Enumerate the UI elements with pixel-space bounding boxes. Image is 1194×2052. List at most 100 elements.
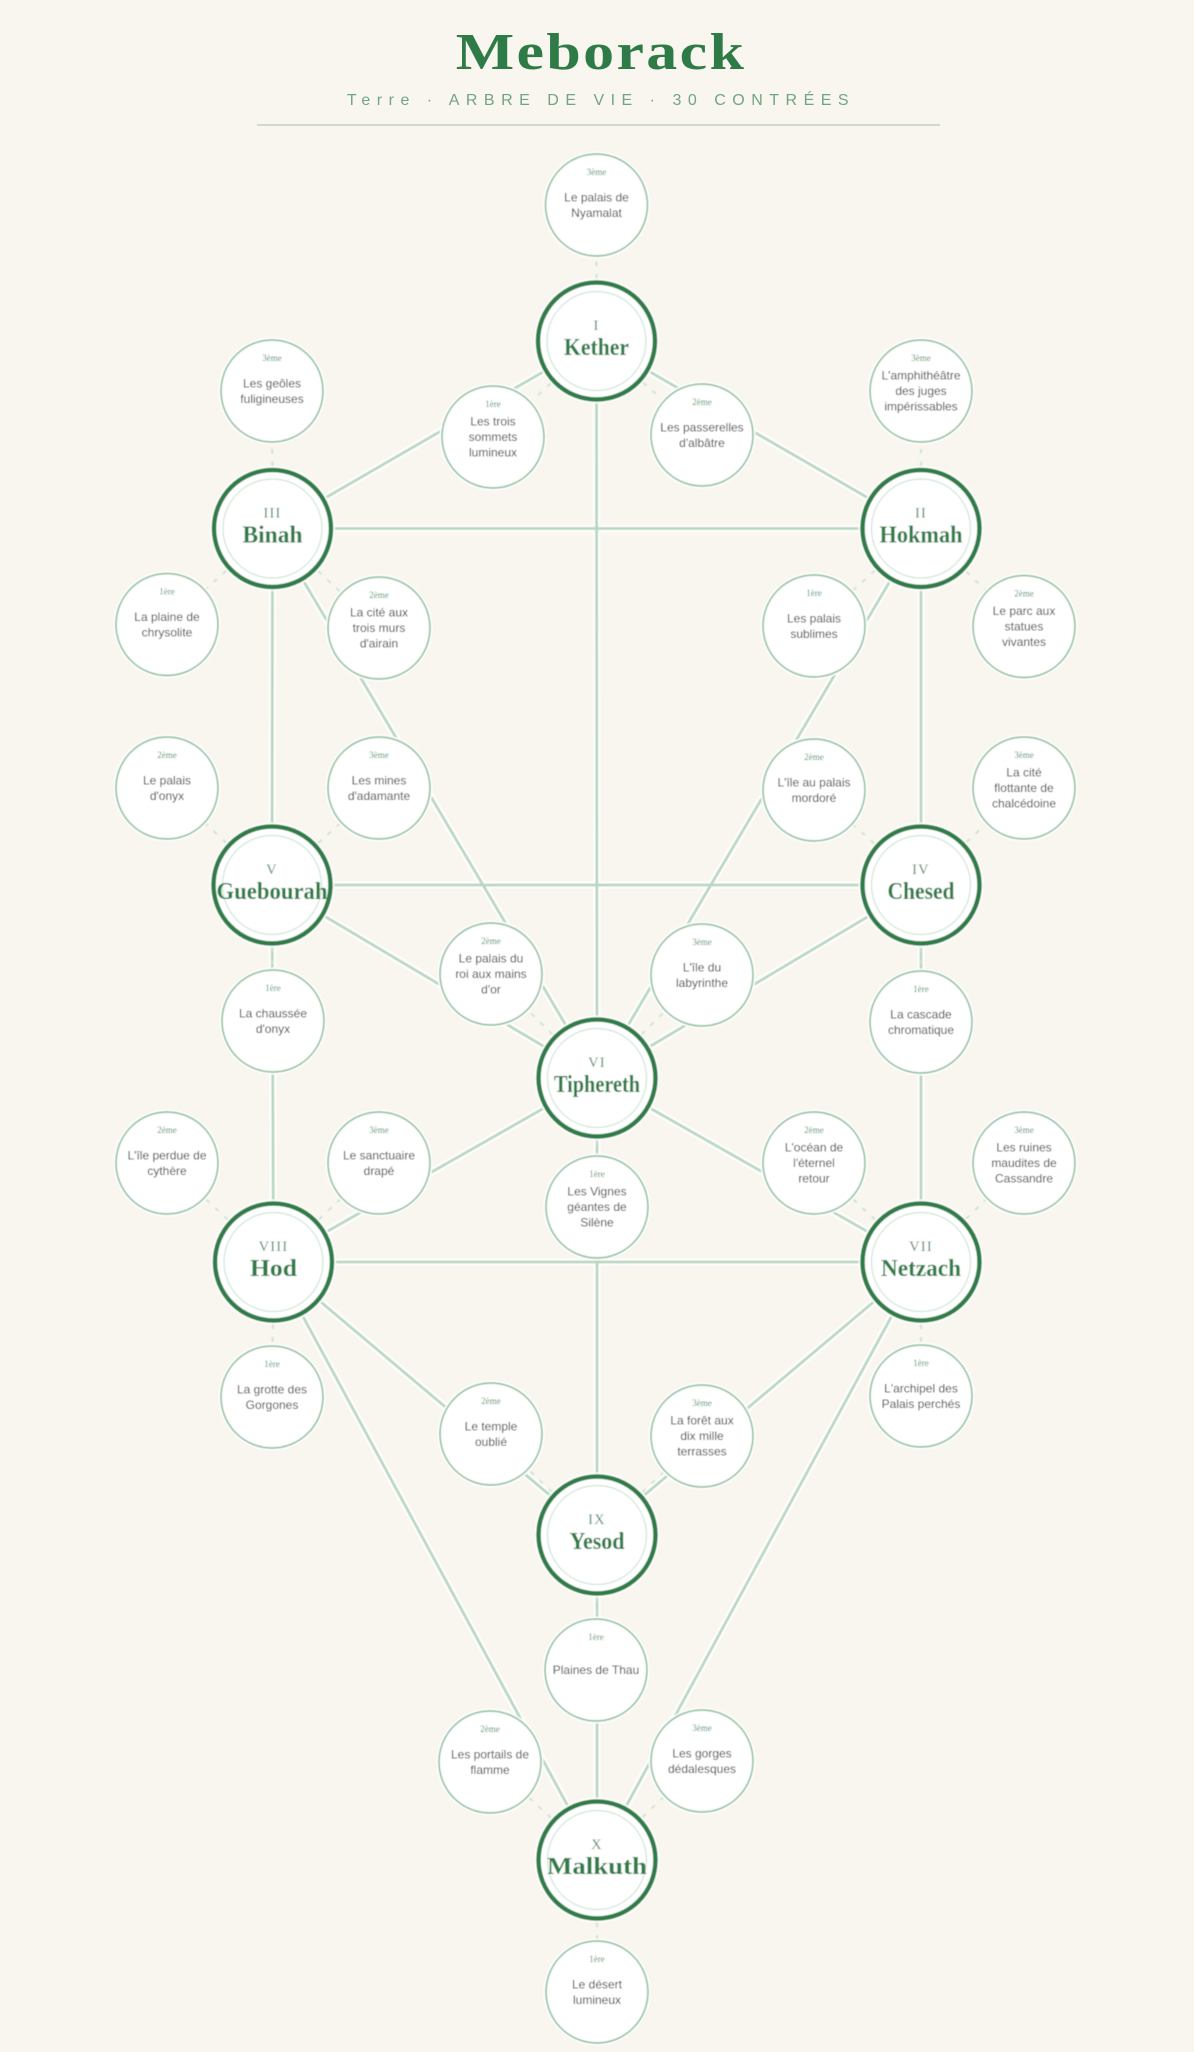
svg-text:1ère: 1ère (588, 1632, 604, 1642)
svg-text:Yesod: Yesod (570, 1529, 626, 1555)
svg-text:2ème: 2ème (481, 936, 501, 946)
svg-text:oublié: oublié (475, 1435, 507, 1449)
svg-text:3ème: 3ème (587, 167, 607, 177)
svg-text:retour: retour (798, 1172, 829, 1186)
svg-text:L'amphithéâtre: L'amphithéâtre (881, 369, 960, 383)
svg-text:d'or: d'or (481, 983, 501, 997)
svg-text:Le palais de: Le palais de (564, 190, 629, 204)
svg-text:Gorgones: Gorgones (246, 1398, 299, 1412)
svg-text:lumineux: lumineux (469, 446, 517, 460)
svg-text:Kether: Kether (564, 335, 629, 361)
svg-text:Hokmah: Hokmah (880, 523, 963, 549)
svg-text:VIII: VIII (259, 1239, 289, 1255)
svg-text:2ème: 2ème (157, 750, 177, 760)
svg-text:X: X (591, 1837, 603, 1853)
svg-text:Les Vignes: Les Vignes (567, 1185, 626, 1199)
svg-text:2ème: 2ème (692, 397, 712, 407)
svg-text:mordoré: mordoré (792, 791, 837, 805)
svg-text:1ère: 1ère (265, 983, 281, 993)
svg-text:Netzach: Netzach (881, 1256, 961, 1282)
svg-text:Le palais du: Le palais du (459, 952, 524, 966)
svg-text:1ère: 1ère (485, 399, 501, 409)
svg-text:Nyamalat: Nyamalat (571, 206, 622, 220)
svg-text:l'éternel: l'éternel (793, 1156, 835, 1170)
svg-text:II: II (915, 506, 927, 522)
svg-text:Hod: Hod (250, 1256, 298, 1282)
svg-text:2ème: 2ème (157, 1125, 177, 1135)
svg-text:vivantes: vivantes (1002, 635, 1046, 649)
svg-text:3ème: 3ème (911, 353, 931, 363)
svg-text:L'île du: L'île du (683, 961, 721, 975)
svg-text:chalcédoine: chalcédoine (992, 797, 1056, 811)
svg-text:Les portails de: Les portails de (451, 1748, 529, 1762)
svg-text:2ème: 2ème (481, 1396, 501, 1406)
svg-text:Binah: Binah (243, 523, 303, 549)
svg-text:Silène: Silène (580, 1216, 614, 1230)
svg-text:2ème: 2ème (1014, 589, 1034, 599)
svg-text:Le sanctuaire: Le sanctuaire (343, 1149, 415, 1163)
svg-text:L'archipel des: L'archipel des (884, 1382, 958, 1396)
svg-text:trois murs: trois murs (353, 621, 406, 635)
svg-text:La chaussée: La chaussée (239, 1007, 307, 1021)
svg-text:d'onyx: d'onyx (256, 1022, 290, 1036)
svg-text:2ème: 2ème (480, 1724, 500, 1734)
svg-text:3ème: 3ème (692, 937, 712, 947)
svg-text:L'océan de: L'océan de (785, 1141, 844, 1155)
svg-text:Les ruines: Les ruines (996, 1141, 1051, 1155)
svg-text:L'île perdue de: L'île perdue de (127, 1149, 206, 1163)
svg-text:fuligineuses: fuligineuses (240, 392, 303, 406)
svg-text:Les mines: Les mines (352, 774, 407, 788)
svg-text:Les palais: Les palais (787, 612, 841, 626)
svg-text:VI: VI (588, 1055, 606, 1071)
svg-text:Guebourah: Guebourah (217, 879, 328, 905)
svg-text:drapé: drapé (364, 1164, 395, 1178)
svg-text:roi aux mains: roi aux mains (455, 967, 526, 981)
svg-text:Cassandre: Cassandre (995, 1172, 1053, 1186)
svg-text:d'airain: d'airain (360, 637, 398, 651)
svg-text:1ère: 1ère (159, 587, 175, 597)
svg-text:sublimes: sublimes (790, 627, 837, 641)
svg-text:1ère: 1ère (913, 1358, 929, 1368)
svg-text:VII: VII (909, 1239, 933, 1255)
svg-text:1ère: 1ère (806, 588, 822, 598)
svg-text:III: III (263, 506, 281, 522)
svg-text:Les trois: Les trois (470, 415, 515, 429)
svg-text:Le temple: Le temple (465, 1420, 518, 1434)
svg-text:La plaine de: La plaine de (134, 610, 200, 624)
svg-text:La cité aux: La cité aux (350, 606, 408, 620)
svg-text:3ème: 3ème (369, 750, 389, 760)
svg-text:Le désert: Le désert (572, 1978, 623, 1992)
svg-text:Tiphereth: Tiphereth (554, 1072, 640, 1098)
svg-text:sommets: sommets (469, 430, 518, 444)
svg-text:d'onyx: d'onyx (150, 789, 184, 803)
svg-text:lumineux: lumineux (573, 1993, 621, 2007)
svg-text:La cascade: La cascade (890, 1008, 952, 1022)
svg-text:dédalesques: dédalesques (668, 1762, 736, 1776)
svg-text:statues: statues (1005, 620, 1044, 634)
svg-text:La forêt aux: La forêt aux (670, 1414, 733, 1428)
svg-text:cythère: cythère (147, 1164, 187, 1178)
svg-text:Le palais: Le palais (143, 774, 191, 788)
svg-text:3ème: 3ème (692, 1723, 712, 1733)
svg-text:maudites de: maudites de (991, 1156, 1057, 1170)
svg-text:Le parc aux: Le parc aux (993, 604, 1056, 618)
svg-text:IV: IV (912, 862, 930, 878)
svg-text:1ère: 1ère (589, 1954, 605, 1964)
svg-text:La grotte des: La grotte des (237, 1383, 307, 1397)
svg-text:Malkuth: Malkuth (547, 1854, 647, 1880)
svg-text:2ème: 2ème (369, 590, 389, 600)
svg-text:Les gorges: Les gorges (672, 1747, 731, 1761)
svg-text:V: V (266, 862, 278, 878)
svg-text:des juges: des juges (895, 384, 946, 398)
svg-text:Chesed: Chesed (888, 879, 956, 905)
svg-text:La cité: La cité (1006, 766, 1042, 780)
svg-text:Les geôles: Les geôles (243, 376, 301, 390)
svg-text:terrasses: terrasses (677, 1445, 726, 1459)
svg-text:1ère: 1ère (913, 984, 929, 994)
svg-text:I: I (593, 318, 599, 334)
svg-text:chromatique: chromatique (888, 1023, 954, 1037)
svg-text:d'adamante: d'adamante (348, 789, 411, 803)
svg-text:d'albâtre: d'albâtre (679, 436, 725, 450)
svg-text:3ème: 3ème (369, 1125, 389, 1135)
svg-text:IX: IX (588, 1512, 606, 1528)
